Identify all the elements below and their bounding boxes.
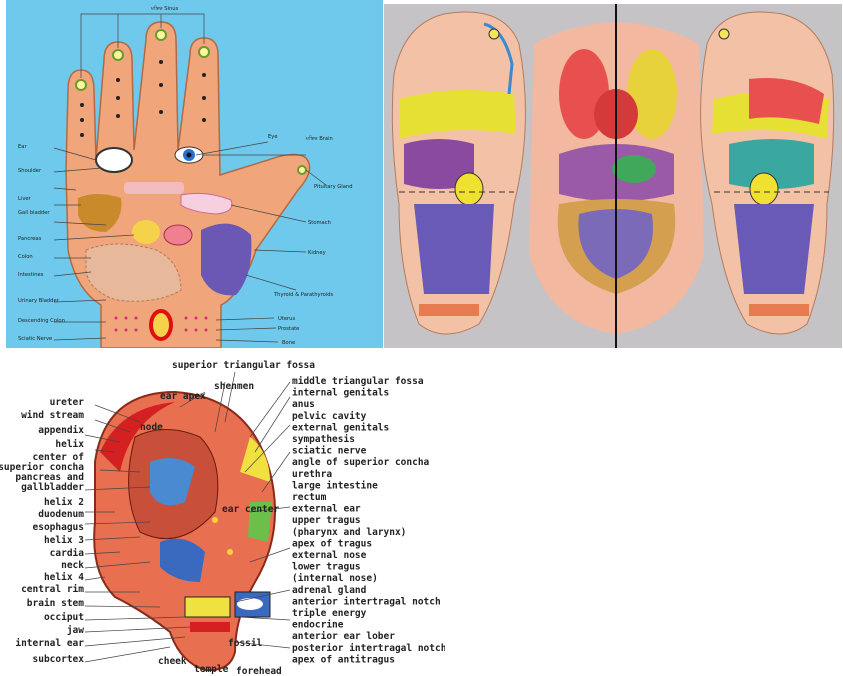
ear-label-right: pelvic cavity	[292, 411, 367, 422]
ear-label-left: neck	[61, 560, 84, 571]
hand-label: মস্তিষ্ক Brain	[305, 136, 333, 142]
ear-label-top: superior triangular fossa	[172, 360, 315, 371]
ear-label-inner: node	[140, 422, 163, 433]
ear-label-right: external ear	[292, 504, 361, 515]
ear-label-left: occiput	[44, 612, 84, 623]
ear-label-left: duodenum	[38, 509, 84, 520]
ear-label-right: upper tragus	[292, 515, 361, 526]
ear-label-right: anterior ear lober	[292, 631, 395, 642]
hand-label: Pituitary Gland	[314, 184, 353, 190]
right-foot	[701, 12, 834, 334]
ear-label-left: subcortex	[33, 654, 85, 665]
ear-label-inner: ear center	[222, 504, 279, 515]
ear-label-left: helix	[55, 439, 84, 450]
ear-label-right: middle triangular fossa	[292, 376, 424, 387]
ear-label-left: wind stream	[21, 410, 84, 421]
ear-label-left: cardia	[50, 548, 85, 559]
ear-label-right: (internal nose)	[292, 573, 378, 584]
left-foot	[392, 12, 525, 334]
ear-label-right: sciatic nerve	[292, 446, 367, 457]
ear-label-right: adrenal gland	[292, 585, 367, 596]
foot-body-diagram	[384, 4, 842, 348]
ear-label-bottom: temple	[194, 664, 229, 675]
ear-label-left: appendix	[38, 425, 84, 436]
hand-silhouette	[66, 22, 310, 348]
ear-label-right: urethra	[292, 469, 332, 480]
ear-label-right: internal genitals	[292, 388, 389, 399]
hand-reflexology-panel: মস্তিষ্ক Sinus মস্তিষ্ক Brain Eye Ear Sh…	[6, 0, 383, 348]
ear-label-right: anterior intertragal notch	[292, 596, 441, 607]
ear-label-top: ear apex	[160, 391, 206, 402]
ear-label-right: triple energy	[292, 608, 367, 619]
hand-label: Colon	[18, 254, 33, 260]
ear-label-left: esophagus	[33, 522, 84, 533]
ear-label-left: brain stem	[27, 598, 84, 609]
foot-reflexology-panel	[384, 4, 842, 348]
ear-label-left: jaw	[67, 625, 84, 636]
hand-label: Ear	[18, 144, 27, 150]
ear-label-left: helix 4	[44, 572, 84, 583]
ear-label-bottom: forehead	[236, 666, 282, 676]
hand-label: Uterus	[278, 316, 295, 322]
hand-label: Liver	[18, 196, 32, 202]
hand-label: Shoulder	[18, 168, 42, 174]
ear-label-right: lower tragus	[292, 562, 361, 573]
ear-label-right: external genitals	[292, 422, 389, 433]
ear-label-bottom: cheek	[158, 656, 187, 667]
hand-label: Intestines	[18, 272, 44, 278]
ear-label-right: rectum	[292, 492, 327, 503]
ear-label-right: external nose	[292, 550, 367, 561]
ear-label-right: angle of superior concha	[292, 457, 430, 468]
hand-diagram: মস্তিষ্ক Sinus মস্তিষ্ক Brain Eye Ear Sh…	[6, 0, 383, 348]
hand-label: Kidney	[308, 250, 326, 256]
hand-label: Bone	[282, 340, 295, 346]
ear-label-right: apex of antitragus	[292, 654, 395, 665]
ear-label-left: central rim	[21, 584, 84, 595]
ear-label-left: gallbladder	[21, 482, 84, 493]
hand-label: Sciatic Nerve	[18, 336, 52, 342]
hand-label: Prostate	[278, 326, 299, 332]
hand-label: Gall bladder	[18, 210, 50, 216]
ear-label-right: posterior intertragal notch	[292, 643, 445, 654]
ear-label-left: helix 2	[44, 497, 84, 508]
hand-label: Descending Colon	[18, 318, 65, 324]
ear-shape	[94, 392, 275, 670]
ear-label-left: ureter	[50, 397, 85, 408]
hand-label: Eye	[268, 134, 278, 140]
ear-label-left: internal ear	[15, 638, 84, 649]
ear-label-left: helix 3	[44, 535, 84, 546]
ear-label-bottom: fossil	[228, 638, 263, 649]
ear-label-right: anus	[292, 399, 315, 410]
ear-label-top: shenmen	[214, 381, 254, 392]
ear-label-right: apex of tragus	[292, 538, 372, 549]
ear-label-right: sympathesis	[292, 434, 355, 445]
hand-label: মস্তিষ্ক Sinus	[150, 6, 179, 12]
ear-label-right: (pharynx and larynx)	[292, 527, 406, 538]
hand-label: Urinary Bladder	[18, 298, 60, 304]
hand-label: Pancreas	[18, 236, 42, 242]
hand-label: Stomach	[308, 220, 331, 226]
ear-label-right: endocrine	[292, 620, 344, 631]
ear-label-right: large intestine	[292, 480, 378, 491]
hand-label: Thyroid & Parathyroids	[273, 292, 333, 298]
